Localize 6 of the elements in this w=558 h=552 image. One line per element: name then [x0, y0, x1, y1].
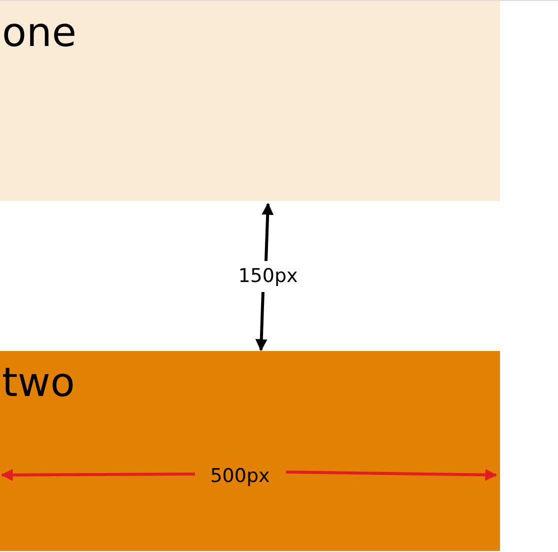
dimension-label: 150px	[238, 264, 298, 288]
dimension-label: 500px	[210, 464, 270, 488]
rectangle-box	[0, 1, 500, 201]
rectangle-box	[0, 351, 500, 551]
box-label: two	[2, 359, 75, 407]
box-label: one	[2, 9, 76, 57]
